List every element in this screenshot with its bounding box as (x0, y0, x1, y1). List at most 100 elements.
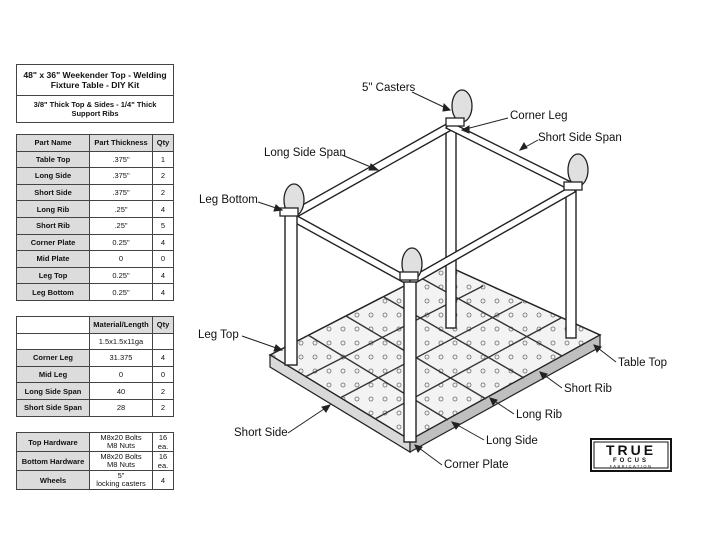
hardware-spec-line1: M8x20 Bolts (100, 433, 142, 442)
caster-back (445, 89, 473, 127)
hardware-spec-line2: locking casters (96, 479, 146, 488)
table-row: Short Side.375"2 (16, 183, 174, 202)
part-qty: 1 (152, 150, 174, 169)
material-qty: 0 (152, 365, 174, 384)
part-name: Short Rib (16, 216, 90, 235)
part-thickness: .25" (89, 216, 153, 235)
material-name: Short Side Span (16, 398, 90, 417)
parts-table: Part Name Part Thickness Qty Table Top.3… (16, 134, 174, 301)
part-name: Short Side (16, 183, 90, 202)
material-length: 28 (89, 398, 153, 417)
corner-leg-back (445, 127, 457, 329)
table-top-plate (268, 264, 602, 454)
material-table: Material/Length Qty 1.5x1.5x11ga Corner … (16, 316, 174, 417)
material-qty: 2 (152, 382, 174, 400)
material-qty: 4 (152, 349, 174, 367)
part-qty: 5 (152, 216, 174, 235)
true-focus-logo: TRUE FOCUS FABRICATION (590, 438, 672, 472)
material-name: Mid Leg (16, 365, 90, 384)
short-side-span-front (289, 210, 411, 288)
table-header-row: Material/Length Qty (16, 316, 174, 334)
hardware-qty: 4 (152, 470, 174, 490)
part-qty: 2 (152, 167, 174, 185)
part-name: Leg Bottom (16, 283, 90, 301)
frame (284, 121, 577, 443)
hardware-spec-line1: M8x20 Bolts (100, 452, 142, 461)
callout-leg-top: Leg Top (198, 329, 239, 341)
part-name: Long Rib (16, 200, 90, 218)
part-thickness: 0.25" (89, 266, 153, 285)
leader-lines (241, 91, 617, 466)
caster-front (399, 247, 423, 281)
casters (279, 89, 589, 281)
corner-leg-front (403, 281, 417, 443)
part-qty: 4 (152, 233, 174, 252)
part-name: Mid Plate (16, 250, 90, 268)
table-row: Short Rib.25"5 (16, 216, 174, 235)
header-cell: Qty (152, 316, 174, 334)
logo-line2: FOCUS (613, 458, 649, 464)
empty-cell (16, 332, 90, 351)
material-name: Corner Leg (16, 349, 90, 367)
part-qty: 2 (152, 183, 174, 202)
material-length: 40 (89, 382, 153, 400)
logo-line3: FABRICATION (610, 464, 653, 469)
material-qty: 2 (152, 398, 174, 417)
callout-long-side-span: Long Side Span (264, 147, 346, 159)
document-title: 48" x 36" Weekender Top - Welding Fixtur… (17, 65, 173, 96)
document-subtitle: 3/8" Thick Top & Sides - 1/4" Thick Supp… (33, 100, 157, 118)
long-side-span-front (409, 182, 576, 288)
callout-short-rib: Short Rib (564, 383, 612, 395)
part-thickness: .375" (89, 167, 153, 185)
header-cell: Material/Length (89, 316, 153, 334)
callout-casters: 5" Casters (362, 82, 416, 94)
title-box: 48" x 36" Weekender Top - Welding Fixtur… (16, 64, 174, 123)
material-length: 31.375 (89, 349, 153, 367)
header-cell (16, 316, 90, 334)
header-cell: Part Thickness (89, 134, 153, 152)
callout-long-rib: Long Rib (516, 409, 563, 421)
hardware-name: Bottom Hardware (16, 451, 90, 471)
callout-corner-plate: Corner Plate (444, 459, 509, 471)
table-row: Long Rib.25"4 (16, 200, 174, 218)
header-cell: Qty (152, 134, 174, 152)
callout-table-top: Table Top (618, 357, 668, 369)
callout-short-side: Short Side (234, 427, 288, 439)
table-row: Long Side.375"2 (16, 167, 174, 185)
hardware-spec-line2: M8 Nuts (107, 441, 135, 450)
part-qty: 4 (152, 283, 174, 301)
hardware-qty: 16 ea. (152, 432, 174, 452)
part-qty: 4 (152, 266, 174, 285)
callout-corner-leg: Corner Leg (510, 110, 568, 122)
part-qty: 0 (152, 250, 174, 268)
part-thickness: .25" (89, 200, 153, 218)
part-qty: 4 (152, 200, 174, 218)
callout-leg-bottom: Leg Bottom (199, 194, 258, 206)
callout-long-side: Long Side (486, 435, 538, 447)
hardware-spec: 5"locking casters (89, 470, 153, 490)
empty-cell (152, 332, 174, 351)
logo-line1: TRUE (606, 442, 656, 458)
material-name: Long Side Span (16, 382, 90, 400)
corner-leg-right (565, 189, 577, 339)
caster-right (563, 153, 589, 191)
part-thickness: 0.25" (89, 283, 153, 301)
header-cell: Part Name (16, 134, 90, 152)
hardware-name: Top Hardware (16, 432, 90, 452)
hardware-spec-line2: M8 Nuts (107, 460, 135, 469)
caster-left (279, 183, 305, 217)
part-thickness: 0 (89, 250, 153, 268)
hardware-qty: 16 ea. (152, 451, 174, 471)
callout-short-side-span: Short Side Span (538, 132, 622, 144)
part-name: Table Top (16, 150, 90, 169)
